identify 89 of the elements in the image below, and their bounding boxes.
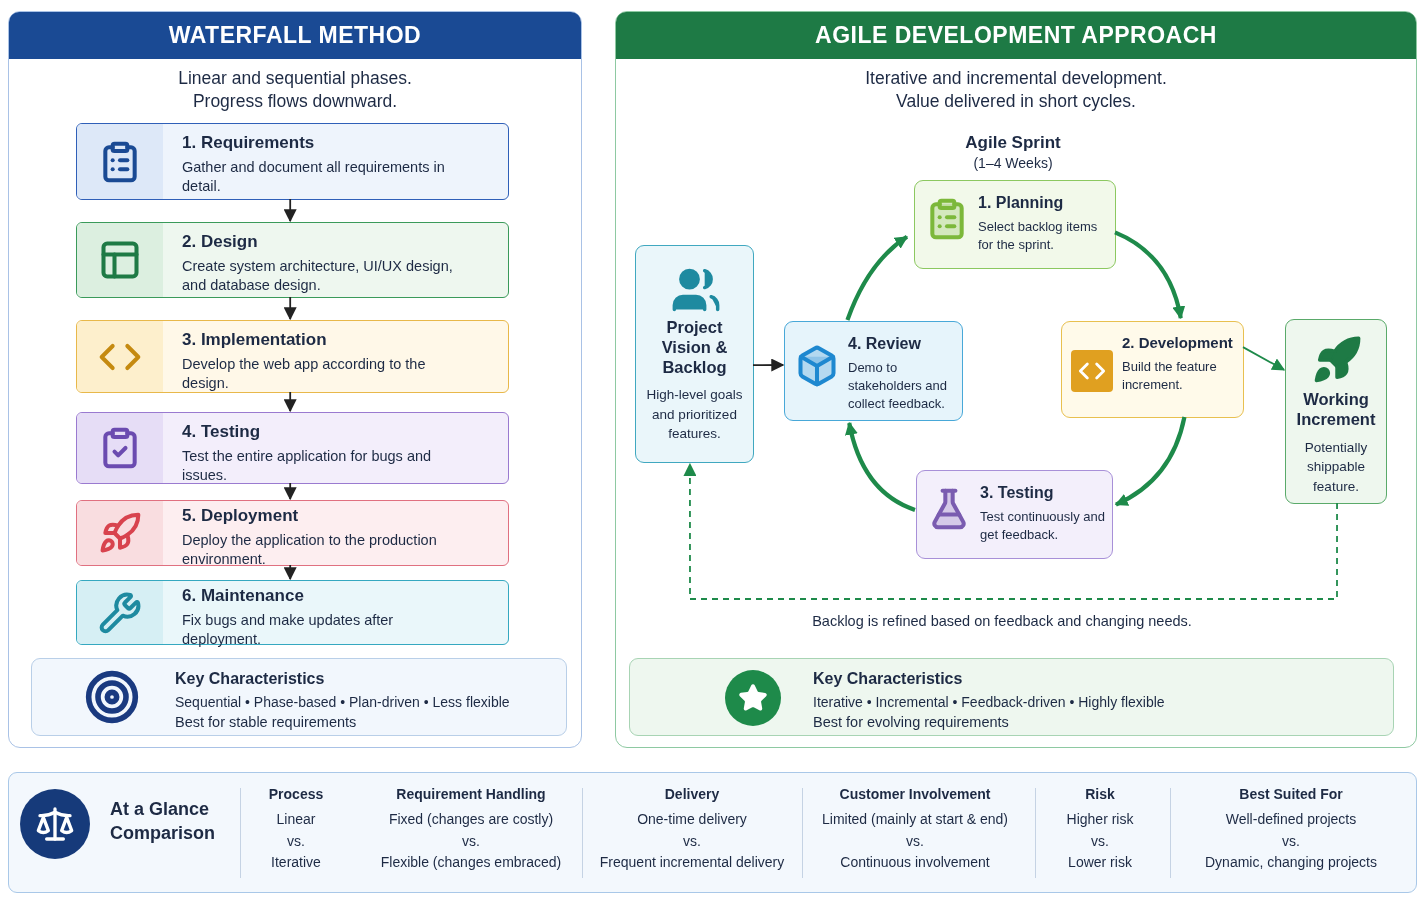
table-cell: One-time delivery: [637, 811, 747, 827]
table-cell: Linear: [276, 811, 316, 827]
step-title: 4. Testing: [182, 422, 262, 443]
box-description: Potentially shippable feature.: [1303, 438, 1369, 496]
table-cell: Limited (mainly at start & end): [822, 811, 1008, 827]
dashed-arrow: [683, 462, 1338, 600]
panel-header: AGILE DEVELOPMENT APPROACH: [616, 12, 1416, 59]
arrow: [845, 421, 916, 512]
characteristics-list: Iterative • Incremental • Feedback-driven • Highly flexible: [813, 692, 1165, 713]
box-title: Project Vision & Backlog: [660, 318, 729, 378]
step-title: 1. Planning: [978, 193, 1065, 213]
box-title: Working Increment: [1295, 390, 1377, 430]
phase-box: [76, 320, 509, 393]
panel-subtitle: Linear and sequential phases. Progress flows downward.: [177, 67, 413, 113]
column-header: Process: [268, 786, 324, 802]
table-cell: Lower risk: [1068, 854, 1132, 870]
step-description: Select backlog items for the sprint.: [978, 218, 1099, 255]
phase-box: [76, 123, 509, 200]
summary-text: Best for evolving requirements: [813, 713, 1010, 733]
table-cell: vs.: [683, 833, 701, 849]
arrow: [1114, 416, 1187, 507]
step-description: Demo to stakeholders and collect feedback.: [848, 359, 948, 414]
step-description: Test continuously and get feedback.: [980, 508, 1106, 545]
section-title: Key Characteristics: [813, 669, 964, 689]
arrow: [283, 482, 297, 501]
comparison-title: At a Glance Comparison: [110, 798, 216, 845]
arrow: [1242, 346, 1286, 371]
step-title: 5. Deployment: [182, 506, 300, 527]
step-title: 3. Testing: [980, 483, 1055, 503]
phase-box: [76, 500, 509, 566]
process-box: [635, 245, 754, 463]
step-description: Test the entire application for bugs and issues.: [182, 447, 433, 486]
step-description: Gather and document all requirements in detail.: [182, 158, 446, 197]
box-description: High-level goals and prioritized features.: [645, 386, 744, 444]
sprint-step-box: [916, 470, 1113, 559]
process-box: [1285, 319, 1387, 504]
arrow: [1114, 230, 1185, 320]
table-cell: Dynamic, changing projects: [1205, 854, 1377, 870]
comparison-band: [8, 772, 1417, 893]
table-cell: Flexible (changes embraced): [380, 854, 562, 870]
step-description: Fix bugs and make updates after deployment.: [182, 611, 395, 650]
table-cell: vs.: [462, 833, 480, 849]
table-cell: vs.: [1282, 833, 1300, 849]
sprint-step-box: [1061, 321, 1244, 418]
column-header: Best Suited For: [1239, 786, 1343, 802]
table-cell: Higher risk: [1066, 811, 1134, 827]
table-cell: vs.: [906, 833, 924, 849]
step-title: 2. Design: [182, 232, 259, 253]
arrow: [283, 198, 297, 223]
phase-box: [76, 412, 509, 484]
table-cell: vs.: [287, 833, 305, 849]
method-panel: [8, 11, 582, 748]
section-title: Key Characteristics: [175, 669, 326, 689]
step-title: 6. Maintenance: [182, 586, 305, 607]
step-title: 3. Implementation: [182, 330, 328, 351]
method-panel: [615, 11, 1417, 748]
summary-box: [629, 658, 1394, 736]
column-header: Customer Involvement: [839, 786, 991, 802]
sprint-step-box: [784, 321, 963, 421]
table-cell: Iterative: [271, 854, 321, 870]
arrow: [845, 235, 909, 321]
step-description: Deploy the application to the production environment.: [182, 531, 438, 570]
arrow: [752, 358, 785, 372]
arrow: [283, 296, 297, 321]
panel-subtitle: Iterative and incremental development. Value delivered in short cycles.: [864, 67, 1168, 113]
summary-text: Best for stable requirements: [175, 713, 358, 733]
panel-header: WATERFALL METHOD: [9, 12, 581, 59]
column-header: Requirement Handling: [396, 786, 546, 802]
arrow: [283, 391, 297, 413]
cycle-title: Agile Sprint: [965, 133, 1061, 153]
step-title: 4. Review: [848, 334, 922, 354]
phase-box: [76, 580, 509, 645]
table-cell: Well-defined projects: [1225, 811, 1357, 827]
column-header: Risk: [1085, 786, 1115, 802]
sprint-step-box: [914, 180, 1116, 269]
step-title: 2. Development: [1122, 334, 1234, 352]
summary-box: [31, 658, 567, 736]
table-cell: Frequent incremental delivery: [599, 854, 785, 870]
step-description: Build the feature increment.: [1122, 358, 1218, 394]
phase-box: [76, 222, 509, 298]
step-description: Develop the web app according to the design.: [182, 355, 427, 394]
characteristics-list: Sequential • Phase-based • Plan-driven • Less flexible: [175, 692, 510, 713]
column-header: Delivery: [664, 786, 720, 802]
arrow: [283, 564, 297, 581]
table-cell: Continuous involvement: [840, 854, 990, 870]
table-cell: Fixed (changes are costly): [388, 811, 554, 827]
step-description: Create system architecture, UI/UX design, and database design.: [182, 257, 454, 296]
table-cell: vs.: [1091, 833, 1109, 849]
step-title: 1. Requirements: [182, 133, 316, 154]
